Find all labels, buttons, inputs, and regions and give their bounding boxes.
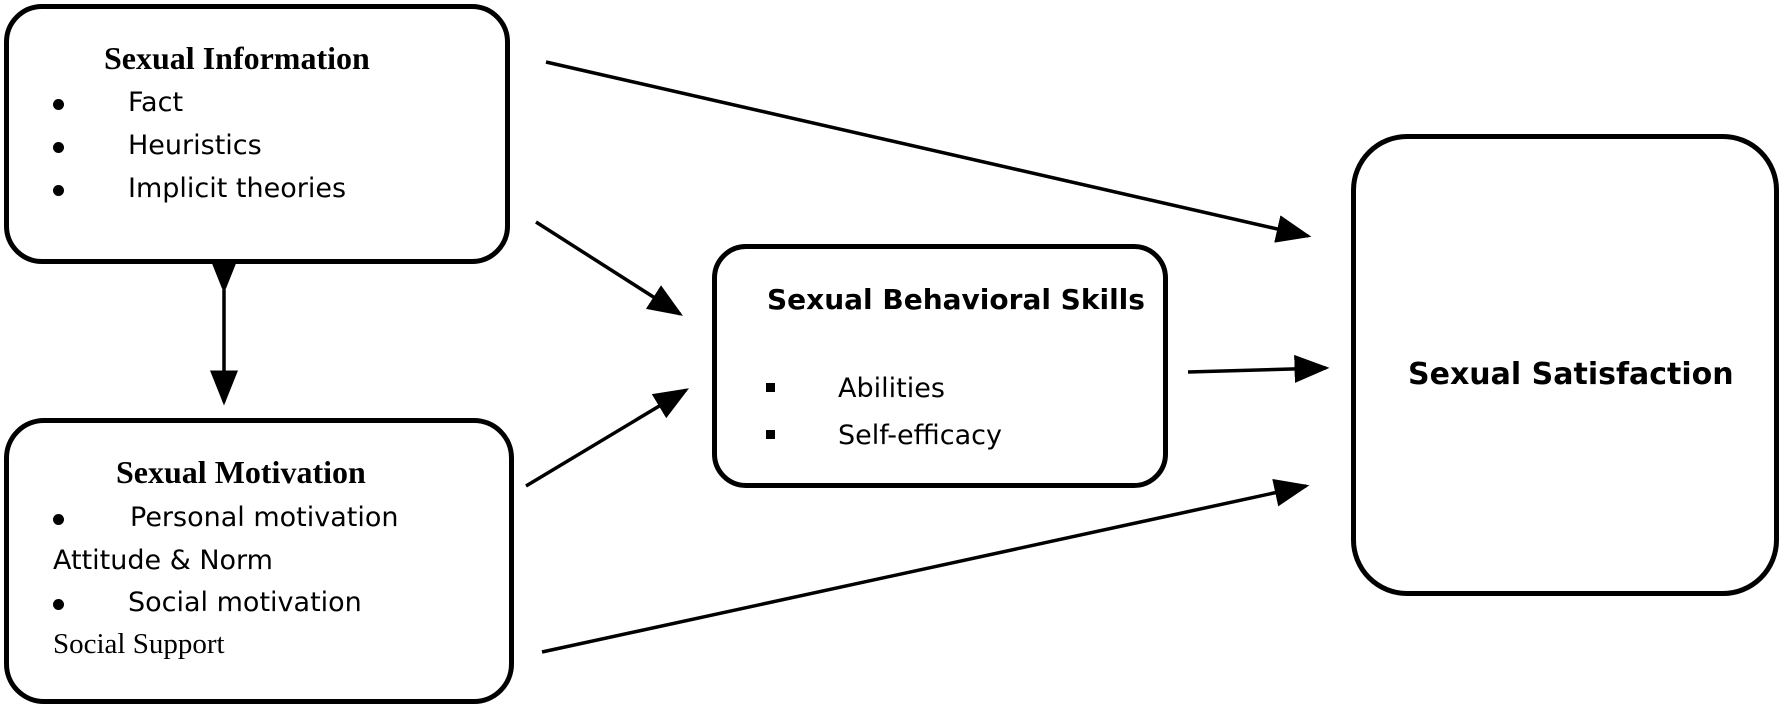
arrow-motivation-to-skills	[525, 388, 690, 488]
sexual-information-box	[4, 4, 510, 264]
square-bullet-icon	[766, 430, 775, 439]
motivation-sub-social-support: Social Support	[53, 628, 225, 660]
motivation-sub-attitude-norm: Attitude & Norm	[53, 545, 273, 576]
sexual-information-title: Sexual Information	[104, 40, 370, 76]
motivation-item-social: Social motivation	[128, 587, 362, 618]
bullet-icon	[53, 99, 64, 110]
arrow-skills-to-satisfaction	[1187, 354, 1330, 383]
arrow-information-to-satisfaction	[545, 60, 1312, 243]
sexual-motivation-title: Sexual Motivation	[116, 454, 366, 490]
bullet-icon	[53, 599, 64, 610]
sexual-satisfaction-box	[1351, 134, 1779, 596]
bullet-icon	[53, 514, 64, 525]
bullet-icon	[53, 142, 64, 153]
arrow-information-to-skills	[535, 220, 683, 316]
sexual-motivation-box	[4, 418, 514, 704]
sexual-behavioral-skills-title: Sexual Behavioral Skills	[767, 283, 1145, 316]
information-item-fact: Fact	[128, 87, 184, 118]
square-bullet-icon	[766, 383, 775, 392]
sexual-satisfaction-title: Sexual Satisfaction	[1408, 357, 1734, 392]
motivation-item-personal: Personal motivation	[130, 502, 399, 533]
information-item-implicit-theories: Implicit theories	[128, 173, 347, 204]
sexual-behavioral-skills-box	[712, 244, 1168, 488]
skills-item-abilities: Abilities	[838, 373, 945, 404]
skills-item-self-efficacy: Self-efficacy	[838, 420, 1002, 451]
arrow-motivation-to-satisfaction	[541, 479, 1310, 654]
bullet-icon	[53, 185, 64, 196]
information-item-heuristics: Heuristics	[128, 130, 262, 161]
